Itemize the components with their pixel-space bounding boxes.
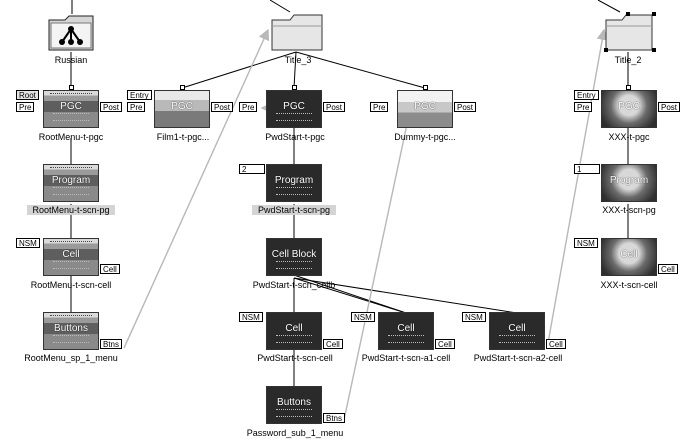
node-label: XXX-t-pgc bbox=[608, 132, 650, 142]
cell-thumbnail: Cell bbox=[266, 312, 322, 350]
node-label: PwdStart-t-scn-a2-cell bbox=[473, 353, 563, 363]
port-nsm[interactable]: NSM bbox=[574, 238, 598, 248]
node-caption: Cell bbox=[397, 323, 415, 334]
node-caption: Program bbox=[274, 175, 314, 186]
port-entry[interactable]: Entry bbox=[127, 90, 152, 100]
node-caption: Program bbox=[51, 175, 91, 186]
node-caption: PGC bbox=[171, 101, 193, 112]
node-label: PwdStart-t-scn-a1-cell bbox=[361, 353, 451, 363]
folder-label-title-2: Title_2 bbox=[614, 55, 642, 65]
program-thumbnail: Program bbox=[43, 164, 99, 202]
node-label: PwdStart-t-scn_cellb bbox=[252, 280, 336, 290]
pgc-thumbnail: PGC bbox=[397, 90, 453, 128]
node-label: XXX-t-scn-pg bbox=[602, 205, 656, 215]
node-caption: PGC bbox=[60, 101, 82, 112]
node-caption: PGC bbox=[283, 101, 305, 112]
pgc-thumbnail: PGC bbox=[154, 90, 210, 128]
buttons-thumbnail: Buttons bbox=[43, 312, 99, 350]
node-caption: Buttons bbox=[277, 397, 311, 408]
port-program-number[interactable]: 1 bbox=[574, 164, 600, 174]
port-pre[interactable]: Pre bbox=[127, 102, 146, 112]
port-post[interactable]: Post bbox=[100, 102, 123, 112]
port-cell[interactable]: Cell bbox=[658, 264, 678, 274]
node-caption: PGC bbox=[414, 101, 436, 112]
node-caption: Cell bbox=[508, 323, 526, 334]
node-label: Film1-t-pgc... bbox=[156, 132, 210, 142]
cellblock-thumbnail: Cell Block bbox=[266, 238, 322, 276]
node-label: PwdStart-t-pgc bbox=[265, 132, 325, 142]
port-post[interactable]: Post bbox=[211, 102, 234, 112]
node-caption: Program bbox=[609, 175, 649, 186]
cell-thumbnail: Cell bbox=[489, 312, 545, 350]
folder-label-russian: Russian bbox=[54, 55, 88, 65]
port-nsm[interactable]: NSM bbox=[239, 312, 263, 322]
connector-square[interactable] bbox=[292, 85, 297, 90]
port-pre[interactable]: Pre bbox=[574, 102, 593, 112]
cell-thumbnail: Cell bbox=[601, 238, 657, 276]
program-thumbnail: Program bbox=[601, 164, 657, 202]
port-pre[interactable]: Pre bbox=[239, 102, 258, 112]
folder-title-2[interactable] bbox=[604, 12, 656, 52]
node-label: Dummy-t-pgc... bbox=[394, 132, 456, 142]
node-caption: PGC bbox=[618, 101, 640, 112]
node-caption: Cell bbox=[285, 323, 303, 334]
port-cell[interactable]: Cell bbox=[100, 264, 120, 274]
node-label: RootMenu-t-pgc bbox=[38, 132, 104, 142]
folder-title-3[interactable] bbox=[270, 12, 323, 51]
port-post[interactable]: Post bbox=[323, 102, 346, 112]
node-label: PwdStart-t-scn-pg bbox=[252, 205, 336, 215]
folder-label-title-3: Title_3 bbox=[284, 55, 312, 65]
cell-thumbnail: Cell bbox=[378, 312, 434, 350]
port-nsm[interactable]: NSM bbox=[462, 312, 486, 322]
port-cell[interactable]: Cell bbox=[323, 339, 343, 349]
port-btns[interactable]: Btns bbox=[323, 413, 346, 423]
connector-square[interactable] bbox=[180, 85, 185, 90]
port-post[interactable]: Post bbox=[658, 102, 681, 112]
selection-handle[interactable] bbox=[626, 12, 630, 16]
port-nsm[interactable]: NSM bbox=[16, 238, 40, 248]
folder-icon bbox=[605, 14, 653, 51]
port-entry[interactable]: Entry bbox=[574, 90, 599, 100]
selection-handle[interactable] bbox=[652, 48, 656, 52]
port-pre[interactable]: Pre bbox=[370, 102, 389, 112]
node-caption: Cell Block bbox=[271, 249, 317, 260]
folder-russian[interactable] bbox=[47, 14, 95, 52]
cell-thumbnail: Cell bbox=[43, 238, 99, 276]
node-label: XXX-t-scn-cell bbox=[600, 280, 658, 290]
vmgm-icon bbox=[48, 15, 94, 51]
node-label: Password_sub_1_menu bbox=[246, 428, 344, 438]
connector-square[interactable] bbox=[626, 85, 631, 90]
node-caption: Cell bbox=[62, 249, 80, 260]
connector-square[interactable] bbox=[69, 85, 74, 90]
node-label: RootMenu_sp_1_menu bbox=[24, 353, 118, 363]
port-btns[interactable]: Btns bbox=[100, 339, 123, 349]
pgc-thumbnail: PGC bbox=[266, 90, 322, 128]
pgc-thumbnail: PGC bbox=[43, 90, 99, 128]
program-thumbnail: Program bbox=[266, 164, 322, 202]
selection-handle[interactable] bbox=[652, 12, 656, 16]
port-root[interactable]: Root bbox=[16, 90, 39, 100]
node-caption: Buttons bbox=[54, 323, 88, 334]
node-label: PwdStart-t-scn-cell bbox=[257, 353, 333, 363]
selection-handle[interactable] bbox=[604, 48, 608, 52]
port-nsm[interactable]: NSM bbox=[351, 312, 375, 322]
port-pre[interactable]: Pre bbox=[16, 102, 35, 112]
node-caption: Cell bbox=[620, 249, 638, 260]
folder-icon bbox=[271, 14, 323, 51]
connector-square[interactable] bbox=[423, 85, 428, 90]
node-label: RootMenu-t-scn-pg bbox=[27, 205, 115, 215]
port-post[interactable]: Post bbox=[454, 102, 477, 112]
port-program-number[interactable]: 2 bbox=[239, 164, 265, 174]
node-label: RootMenu-t-scn-cell bbox=[30, 280, 112, 290]
pgc-thumbnail: PGC bbox=[601, 90, 657, 128]
port-cell[interactable]: Cell bbox=[435, 339, 455, 349]
port-cell[interactable]: Cell bbox=[546, 339, 566, 349]
buttons-thumbnail: Buttons bbox=[266, 386, 322, 424]
